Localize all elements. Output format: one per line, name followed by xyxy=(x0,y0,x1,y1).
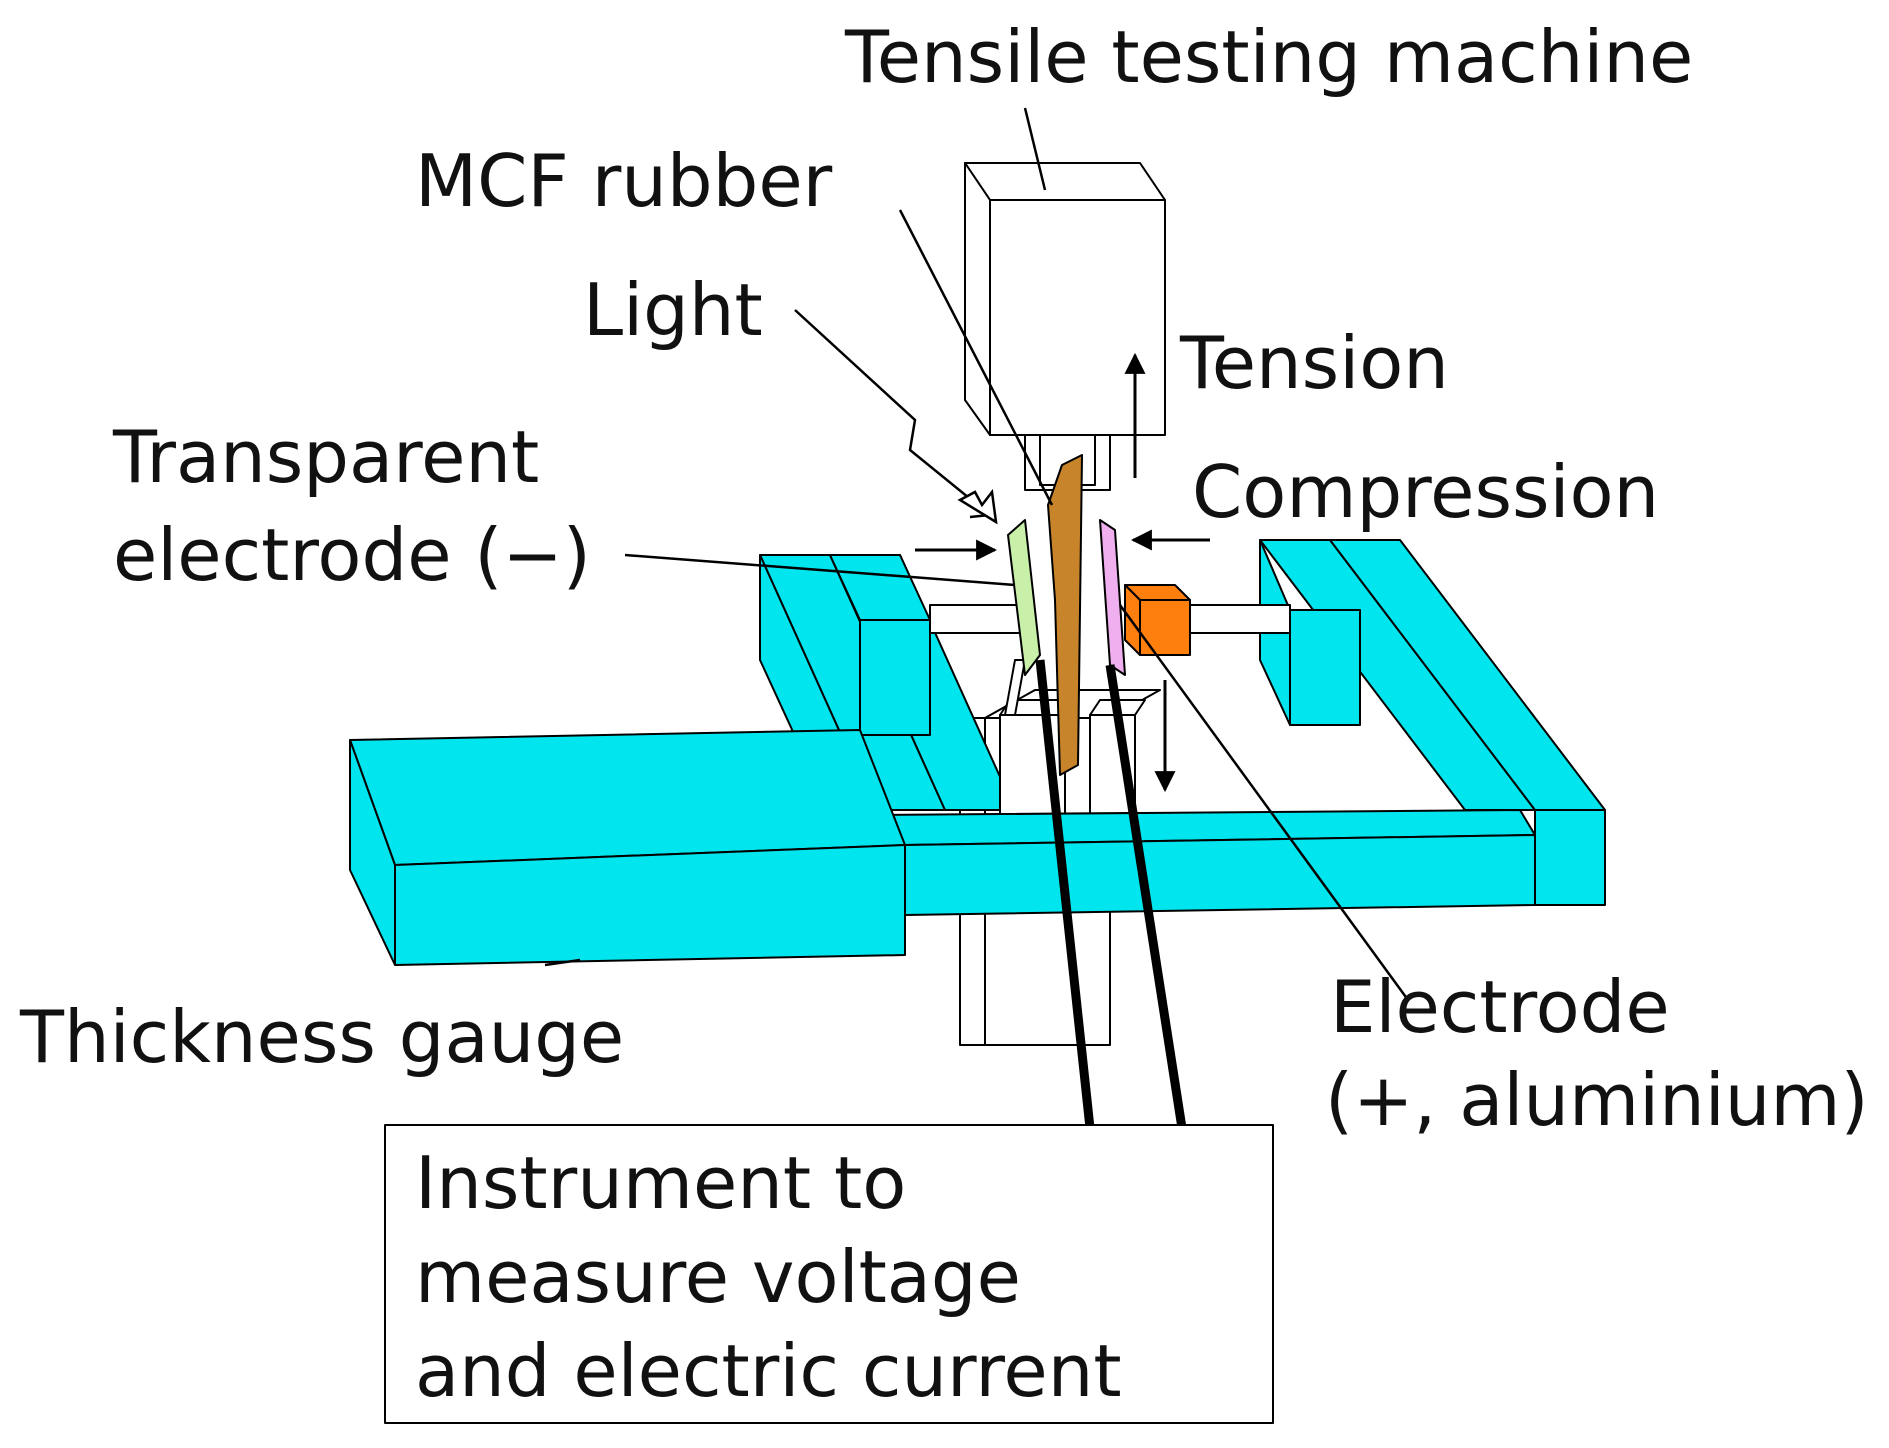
thickness-gauge xyxy=(349,729,906,966)
label-transparent-electrode-1: Transparent xyxy=(112,415,539,499)
force-arrows xyxy=(915,352,1210,793)
label-electrode-2: (+, aluminium) xyxy=(1325,1058,1869,1142)
label-instrument-3: and electric current xyxy=(415,1329,1122,1413)
mcf-rubber-strip xyxy=(1047,454,1083,776)
aluminium-electrode-plate xyxy=(1099,519,1126,676)
instrument-box xyxy=(384,1124,1274,1424)
transparent-electrode-plate xyxy=(1007,519,1041,676)
label-instrument-1: Instrument to xyxy=(415,1141,906,1225)
light-lightning-arrow xyxy=(794,309,991,519)
label-instrument-2: measure voltage xyxy=(415,1235,1021,1319)
label-electrode-1: Electrode xyxy=(1330,965,1670,1049)
rods xyxy=(929,604,1291,634)
label-tension: Tension xyxy=(1179,321,1449,405)
label-light: Light xyxy=(583,268,763,352)
label-compression: Compression xyxy=(1192,450,1659,534)
label-mcf-rubber: MCF rubber xyxy=(415,139,833,223)
label-transparent-electrode-2: electrode (−) xyxy=(113,513,591,597)
leader-lines xyxy=(544,107,1410,1001)
wires xyxy=(1035,659,1187,1129)
label-thickness-gauge: Thickness gauge xyxy=(19,995,624,1079)
light-arrowhead xyxy=(957,488,998,525)
front-bar xyxy=(879,809,1536,916)
label-tensile-testing-machine: Tensile testing machine xyxy=(844,15,1693,99)
orange-clamp xyxy=(1124,584,1191,656)
